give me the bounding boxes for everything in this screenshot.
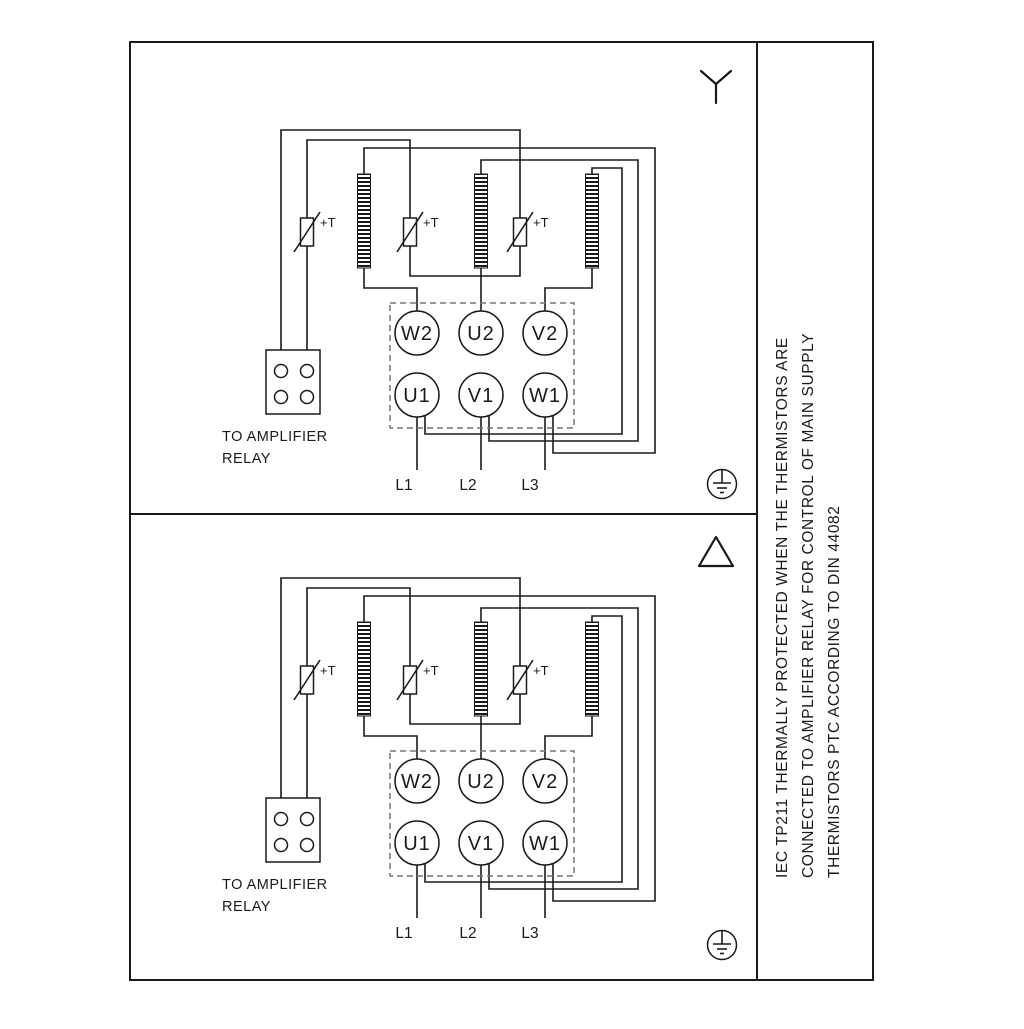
outer-border — [129, 41, 874, 981]
star-connection-icon — [699, 69, 733, 105]
side-note-line3: THERMISTORS PTC ACCORDING TO DIN 44082 — [826, 506, 843, 879]
drawing-frame — [129, 41, 874, 981]
delta-connection-icon — [697, 535, 735, 568]
side-note-line2: CONNECTED TO AMPLIFIER RELAY FOR CONTROL… — [800, 333, 817, 878]
star-panel-circuit — [221, 129, 656, 495]
side-note: IEC TP211 THERMALLY PROTECTED WHEN THE T… — [774, 333, 843, 878]
side-note-line1: IEC TP211 THERMALLY PROTECTED WHEN THE T… — [774, 337, 791, 878]
delta-panel-circuit — [221, 577, 656, 943]
earth-ground-icon — [706, 929, 738, 961]
earth-ground-icon — [706, 468, 738, 500]
